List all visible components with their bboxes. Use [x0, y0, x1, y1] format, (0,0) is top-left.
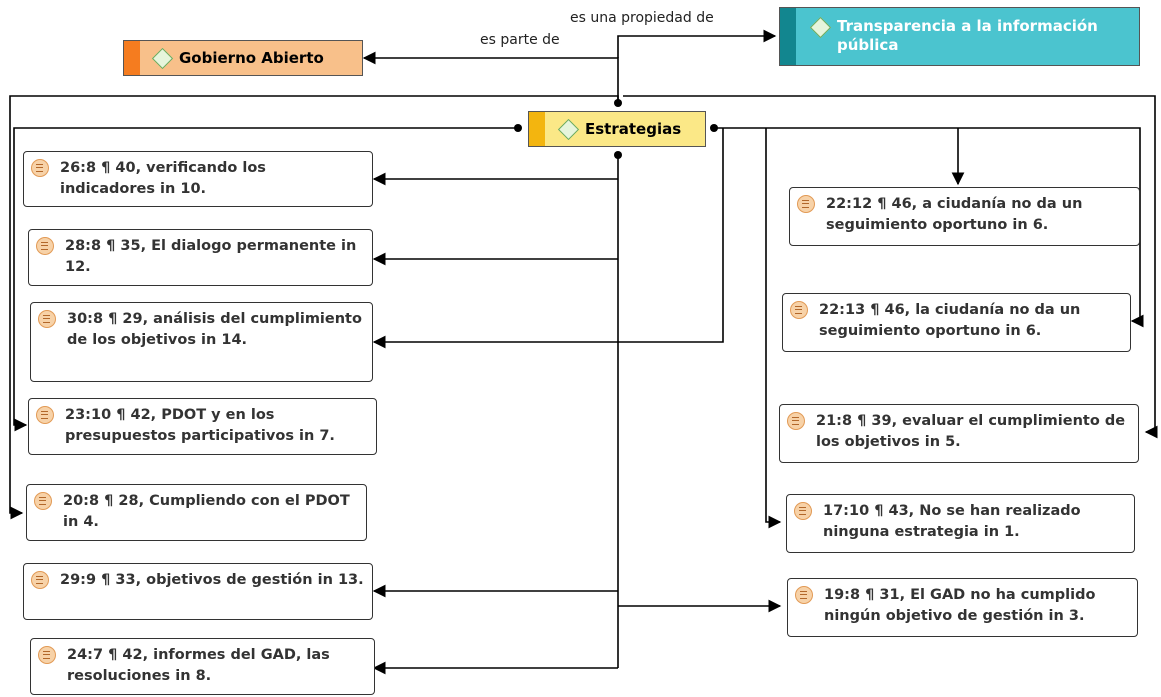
- quotation-node[interactable]: 24:7 ¶ 42, informes del GAD, las resoluc…: [30, 638, 375, 695]
- link-q3: [372, 128, 724, 349]
- quotation-text: 22:12 ¶ 46, a ciudanía no da un seguimie…: [826, 196, 1083, 233]
- quotation-text: 30:8 ¶ 29, análisis del cumplimiento de …: [67, 311, 362, 348]
- quotation-icon: [38, 646, 56, 664]
- quotation-icon: [787, 412, 805, 430]
- link-es-propiedad-de: [617, 29, 777, 58]
- link-q10: [623, 95, 1158, 439]
- quotation-text: 19:8 ¶ 31, El GAD no ha cumplido ningún …: [824, 587, 1096, 624]
- quotation-node[interactable]: 19:8 ¶ 31, El GAD no ha cumplido ningún …: [787, 578, 1138, 637]
- quotation-icon: [31, 159, 49, 177]
- quotation-node[interactable]: 28:8 ¶ 35, El dialogo permanente in 12.: [28, 229, 373, 286]
- quotation-text: 23:10 ¶ 42, PDOT y en los presupuestos p…: [65, 407, 335, 444]
- quotation-icon: [795, 586, 813, 604]
- quotation-icon: [38, 310, 56, 328]
- quotation-node[interactable]: 29:9 ¶ 33, objetivos de gestión in 13.: [23, 563, 373, 620]
- quotation-icon: [36, 406, 54, 424]
- quotation-text: 17:10 ¶ 43, No se han realizado ninguna …: [823, 503, 1081, 540]
- quotation-node[interactable]: 23:10 ¶ 42, PDOT y en los presupuestos p…: [28, 398, 377, 455]
- code-transparencia[interactable]: Transparencia a la información pública: [779, 7, 1140, 66]
- quotation-text: 22:13 ¶ 46, la ciudanía no da un seguimi…: [819, 302, 1081, 339]
- code-color-strip: [529, 112, 545, 146]
- code-estrategias[interactable]: Estrategias: [528, 111, 706, 147]
- quotation-icon: [790, 301, 808, 319]
- quotation-text: 29:9 ¶ 33, objetivos de gestión in 13.: [60, 572, 364, 588]
- code-label: Transparencia a la información pública: [837, 17, 1098, 54]
- quotation-text: 21:8 ¶ 39, evaluar el cumplimiento de lo…: [816, 413, 1126, 450]
- quotation-icon: [31, 571, 49, 589]
- code-gobierno-abierto[interactable]: Gobierno Abierto: [123, 40, 363, 76]
- quotation-node[interactable]: 17:10 ¶ 43, No se han realizado ninguna …: [786, 494, 1135, 553]
- quotation-icon: [794, 502, 812, 520]
- code-label: Estrategias: [585, 119, 682, 138]
- diamond-icon: [809, 16, 832, 39]
- relation-label-es-parte-de: es parte de: [480, 32, 560, 48]
- link-right-trunk: [714, 127, 1144, 328]
- diamond-icon: [151, 47, 174, 69]
- quotation-node[interactable]: 21:8 ¶ 39, evaluar el cumplimiento de lo…: [779, 404, 1139, 463]
- code-label: Gobierno Abierto: [179, 48, 324, 67]
- quotation-icon: [34, 492, 52, 510]
- code-color-strip: [780, 8, 796, 65]
- link-q11: [765, 128, 782, 529]
- quotation-text: 28:8 ¶ 35, El dialogo permanente in 12.: [65, 238, 357, 275]
- quotation-node[interactable]: 22:13 ¶ 46, la ciudanía no da un seguimi…: [782, 293, 1131, 352]
- quotation-node[interactable]: 22:12 ¶ 46, a ciudanía no da un seguimie…: [789, 187, 1140, 246]
- quotation-text: 24:7 ¶ 42, informes del GAD, las resoluc…: [67, 647, 330, 684]
- diamond-icon: [557, 118, 580, 140]
- quotation-node[interactable]: 26:8 ¶ 40, verificando los indicadores i…: [23, 151, 373, 207]
- relation-label-es-propiedad-de: es una propiedad de: [570, 10, 714, 26]
- code-color-strip: [124, 41, 140, 75]
- quotation-node[interactable]: 30:8 ¶ 29, análisis del cumplimiento de …: [30, 302, 373, 382]
- quotation-node[interactable]: 20:8 ¶ 28, Cumpliendo con el PDOT in 4.: [26, 484, 367, 541]
- link-left-trunk: [9, 95, 619, 520]
- quotation-icon: [36, 237, 54, 255]
- quotation-text: 20:8 ¶ 28, Cumpliendo con el PDOT in 4.: [63, 493, 350, 530]
- link-left-side: [13, 127, 518, 432]
- quotation-icon: [797, 195, 815, 213]
- quotation-text: 26:8 ¶ 40, verificando los indicadores i…: [60, 160, 266, 197]
